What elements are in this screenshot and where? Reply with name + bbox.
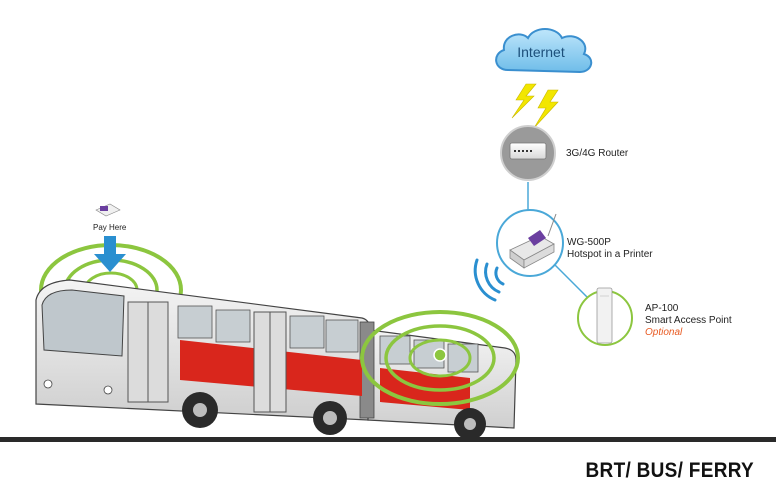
router-node-icon [500, 125, 556, 181]
printer-ap-link [551, 261, 591, 301]
ap-description-label: Smart Access Point [645, 315, 732, 326]
wifi-signal-icon [473, 258, 505, 302]
ap-optional-label: Optional [645, 327, 683, 338]
articulated-bus [35, 279, 517, 440]
lightning-icon [511, 83, 559, 129]
payment-card-icon [95, 203, 121, 217]
pay-arrow-icon [94, 236, 126, 272]
internet-cloud-icon [495, 28, 593, 74]
rear-signal-rings [360, 310, 520, 406]
internet-label: Internet [517, 44, 565, 60]
access-point-icon [577, 287, 633, 346]
hotspot-description-label: Hotspot in a Printer [567, 249, 653, 260]
ap-model-label: AP-100 [645, 303, 679, 314]
footer-title: BRT/ BUS/ FERRY [585, 459, 754, 483]
ground-line [0, 437, 776, 442]
printer-hotspot-icon [496, 209, 564, 277]
hotspot-model-label: WG-500P [567, 237, 611, 248]
router-label: 3G/4G Router [566, 148, 629, 159]
pay-here-label: Pay Here [93, 223, 127, 232]
